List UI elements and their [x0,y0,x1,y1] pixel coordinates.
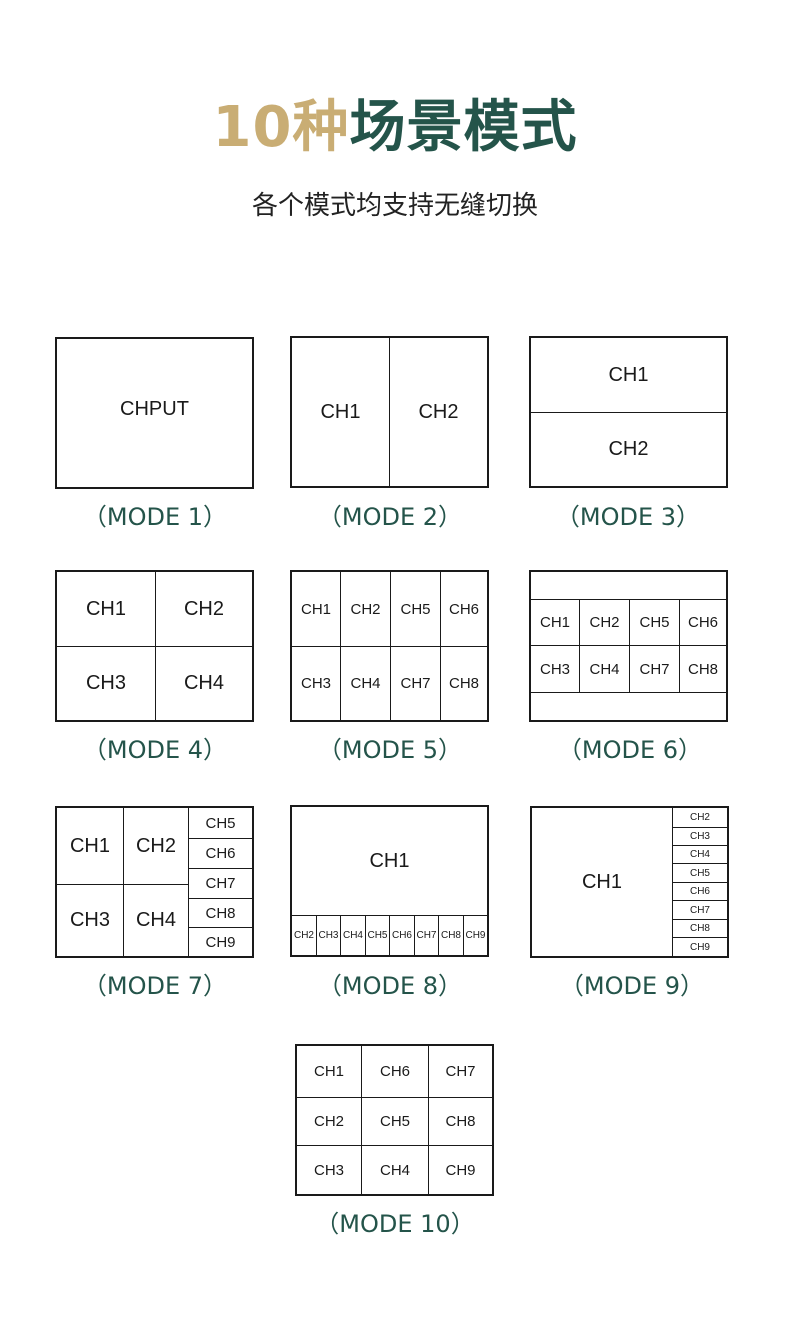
mode-2-diagram: CH1 CH2 [290,336,489,488]
channel-cell: CH8 [188,898,252,927]
mode-10-caption: （MODE 10） [315,1210,475,1238]
channel-cell: CH9 [672,937,727,956]
channel-cell: CH5 [361,1097,428,1145]
mode-10-diagram: CH1 CH6 CH7 CH2 CH5 CH8 CH3 CH4 CH9 [295,1044,494,1196]
channel-cell: CH3 [531,645,579,693]
channel-cell: CH6 [188,838,252,868]
mode-4-caption: （MODE 4） [82,736,228,764]
channel-cell: CH2 [297,1097,361,1145]
channel-cell: CH4 [340,915,365,955]
mode-2-caption: （MODE 2） [317,503,463,531]
channel-cell: CH4 [340,646,390,720]
channel-cell: CH1 [369,849,410,872]
channel-cell: CH2 [340,572,390,646]
title-accent: 10种 [212,95,350,160]
channel-cell: CH8 [672,919,727,937]
channel-cell: CH4 [155,646,252,720]
channel-cell: CH9 [188,927,252,956]
channel-cell: CH1 [320,400,361,423]
channel-cell: CH2 [123,808,188,884]
channel-cell: CH5 [188,808,252,838]
channel-cell: CH2 [389,338,487,486]
mode-7-caption: （MODE 7） [82,972,228,1000]
channel-cell: CH2 [579,599,629,645]
mode-8-caption: （MODE 8） [317,972,463,1000]
channel-cell: CH2 [155,572,252,646]
channel-cell: CH7 [672,900,727,919]
channel-cell: CH7 [390,646,440,720]
channel-cell: CH1 [581,870,622,893]
channel-cell: CH5 [629,599,679,645]
channel-cell: CH9 [463,915,487,955]
channel-cell: CH6 [389,915,414,955]
channel-cell: CH8 [428,1097,492,1145]
channel-cell: CH7 [414,915,438,955]
channel-cell: CH3 [292,646,340,720]
channel-cell: CH8 [438,915,463,955]
channel-cell: CH3 [297,1145,361,1194]
channel-cell: CH5 [365,915,389,955]
channel-cell: CH3 [57,646,155,720]
channel-cell: CH4 [123,884,188,956]
mode-9-caption: （MODE 9） [559,972,705,1000]
channel-cell: CH3 [672,827,727,845]
channel-cell: CH4 [361,1145,428,1194]
channel-cell: CH4 [672,845,727,863]
mode-7-diagram: CH1 CH2 CH3 CH4 CH5 CH6 CH7 CH8 CH9 [55,806,254,958]
channel-cell: CH1 [531,599,579,645]
channel-cell: CH2 [531,412,726,486]
channel-cell: CH6 [679,599,726,645]
channel-cell: CHPUT [120,397,189,420]
mode-3-diagram: CH1 CH2 [529,336,728,488]
channel-cell: CH1 [85,597,126,620]
mode-4-diagram: CH1 CH2 CH3 CH4 [55,570,254,722]
mode-9-diagram: CH1 CH2 CH3 CH4 CH5 CH6 CH7 CH8 CH9 [530,806,729,958]
channel-cell: CH7 [629,645,679,693]
page-title: 10种场景模式 [0,88,790,168]
channel-cell: CH3 [57,884,123,956]
channel-cell: CH2 [292,915,316,955]
channel-cell: CH7 [188,868,252,898]
channel-cell: CH7 [428,1046,492,1097]
channel-cell: CH3 [316,915,340,955]
mode-1-diagram: CHPUT [55,337,254,489]
channel-cell: CH2 [672,808,727,827]
channel-cell: CH6 [440,572,487,646]
mode-6-caption: （MODE 6） [557,736,703,764]
title-main: 场景模式 [349,95,578,160]
channel-cell: CH1 [608,363,649,386]
page-subtitle: 各个模式均支持无缝切换 [251,191,538,221]
channel-cell: CH1 [300,600,331,618]
mode-1-caption: （MODE 1） [82,503,228,531]
channel-cell: CH8 [440,646,487,720]
channel-cell: CH8 [679,645,726,693]
channel-cell: CH9 [428,1145,492,1194]
mode-6-diagram: CH1 CH2 CH5 CH6 CH3 CH4 CH7 CH8 [529,570,728,722]
mode-5-caption: （MODE 5） [317,736,463,764]
mode-3-caption: （MODE 3） [555,503,701,531]
channel-cell: CH1 [69,834,110,857]
channel-cell: CH6 [672,882,727,900]
channel-cell: CH4 [579,645,629,693]
channel-cell: CH5 [672,863,727,882]
channel-cell: CH6 [361,1046,428,1097]
channel-cell: CH1 [313,1063,344,1080]
mode-5-diagram: CH1 CH2 CH5 CH6 CH3 CH4 CH7 CH8 [290,570,489,722]
mode-8-diagram: CH1 CH2 CH3 CH4 CH5 CH6 CH7 CH8 CH9 [290,805,489,957]
channel-cell: CH5 [390,572,440,646]
